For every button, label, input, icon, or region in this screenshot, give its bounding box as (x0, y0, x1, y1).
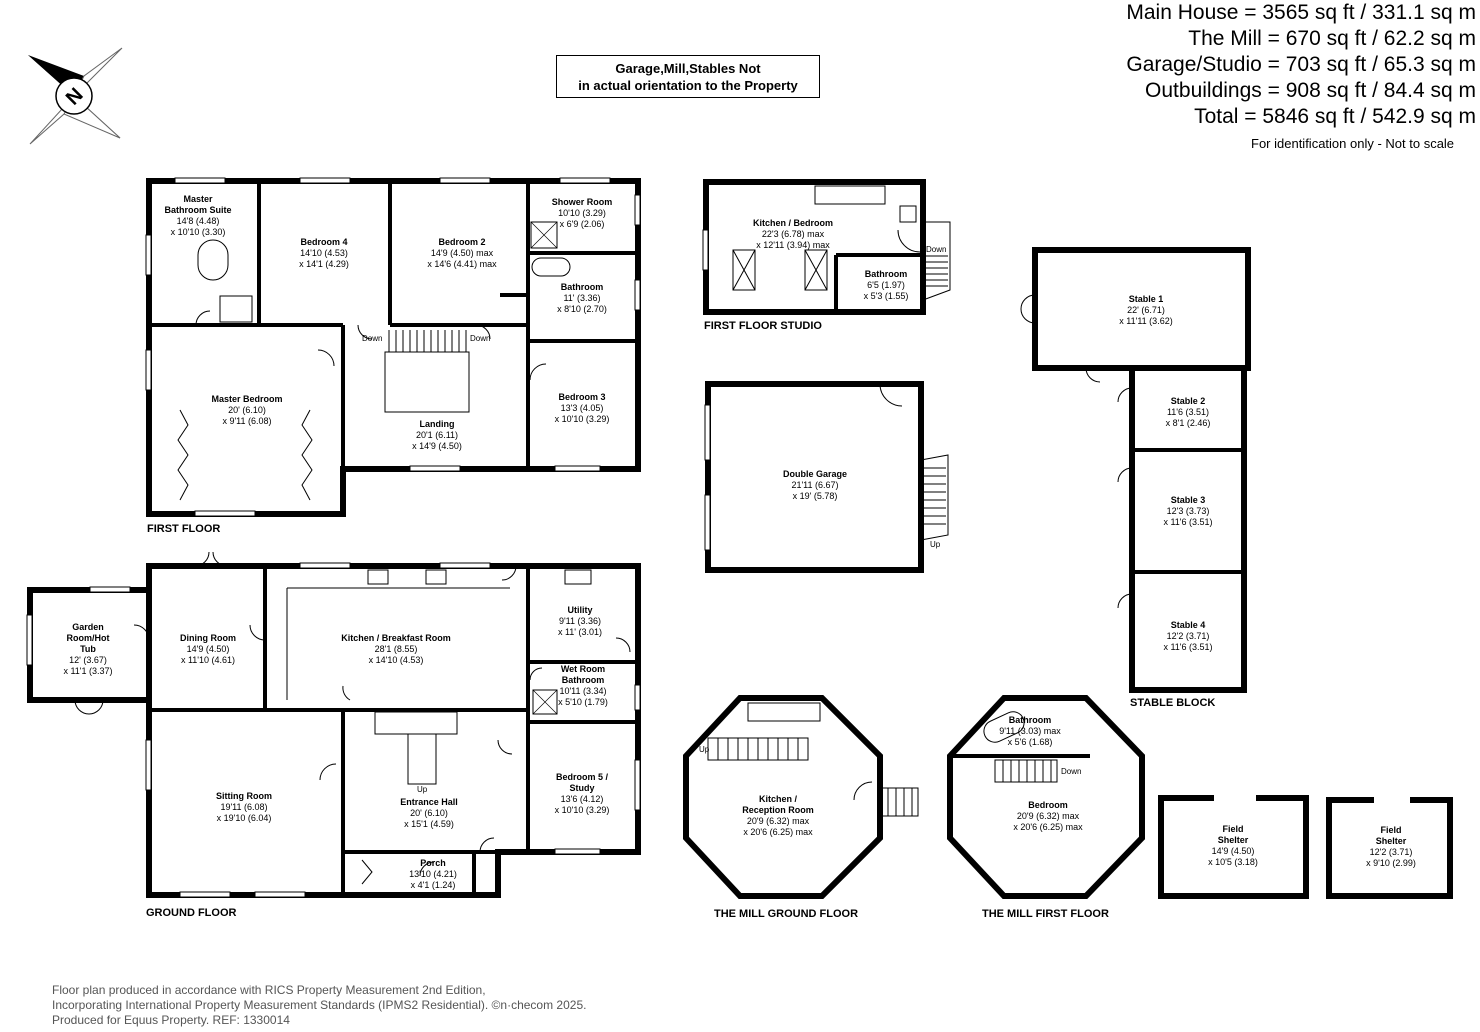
stair-label-down-3: Down (926, 245, 946, 254)
footer-line-1: Floor plan produced in accordance with R… (52, 983, 486, 997)
area-outbuildings: Outbuildings = 908 sq ft / 84.4 sq m (1145, 79, 1476, 102)
ground-floor-plan (26, 551, 641, 898)
mill-first-plan (947, 695, 1145, 899)
label-mill-first: THE MILL FIRST FLOOR (982, 908, 1109, 920)
label-studio: FIRST FLOOR STUDIO (704, 320, 822, 332)
studio-plan (702, 179, 951, 315)
stair-label-up-3: Up (699, 745, 710, 754)
orientation-note: Garage,Mill,Stables Not in actual orient… (556, 55, 820, 98)
north-arrow-icon: N (28, 47, 123, 145)
stair-label-up-1: Up (417, 785, 428, 794)
first-floor-plan (145, 177, 641, 517)
orientation-line-2: in actual orientation to the Property (578, 78, 798, 93)
area-total: Total = 5846 sq ft / 542.9 sq m (1194, 105, 1476, 128)
footer-credits: Floor plan produced in accordance with R… (52, 983, 586, 1028)
label-first-floor: FIRST FLOOR (147, 523, 220, 535)
garage-plan (704, 381, 949, 573)
identification-notice: For identification only - Not to scale (1251, 136, 1455, 151)
label-ground-floor: GROUND FLOOR (146, 907, 236, 919)
stair-label-down-4: Down (1061, 767, 1081, 776)
field-shelter-plans (1158, 795, 1453, 899)
orientation-line-1: Garage,Mill,Stables Not (615, 61, 761, 76)
footer-line-3: Produced for Equus Property. REF: 133001… (52, 1013, 290, 1027)
stair-label-down-2: Down (470, 334, 490, 343)
stair-label-down-1: Down (362, 334, 382, 343)
area-garage-studio: Garage/Studio = 703 sq ft / 65.3 sq m (1126, 53, 1476, 76)
area-main-house: Main House = 3565 sq ft / 331.1 sq m (1126, 1, 1476, 24)
mill-ground-plan (683, 695, 919, 899)
label-stable-block: STABLE BLOCK (1130, 697, 1215, 709)
stable-block-plan (1020, 247, 1251, 693)
footer-line-2: Incorporating International Property Mea… (52, 998, 587, 1012)
label-mill-ground: THE MILL GROUND FLOOR (714, 908, 858, 920)
stair-label-up-2: Up (930, 540, 941, 549)
area-mill: The Mill = 670 sq ft / 62.2 sq m (1188, 27, 1476, 50)
